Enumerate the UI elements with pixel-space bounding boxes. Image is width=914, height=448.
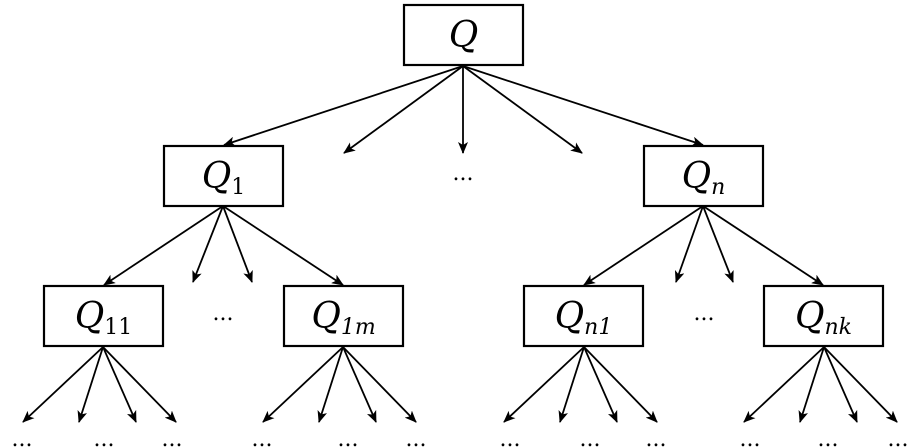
node-label-q1: Q1 <box>202 156 246 200</box>
node-sub-qnk: nk <box>825 315 853 340</box>
edge-root-mid3 <box>462 65 583 154</box>
node-base-q1m: Q <box>311 296 341 337</box>
node-sub-q11: 11 <box>104 315 132 340</box>
edge-q1m-leaf-2 <box>317 346 344 423</box>
node-label-root: Q <box>449 15 479 56</box>
node-q1m: Q1m <box>282 284 405 348</box>
node-base-q1: Q <box>202 156 232 197</box>
node-label-qn: Qn <box>682 156 726 200</box>
node-sub-qn1: n1 <box>584 315 612 340</box>
node-base-qn: Q <box>682 156 712 197</box>
ellipsis-q1-level: ... <box>213 301 234 326</box>
edge-q1m-leaf-4 <box>342 346 417 423</box>
edge-qn1-leaf-2 <box>558 346 585 423</box>
edge-q11-leaf-3 <box>102 346 137 423</box>
ellipsis-leaf-4: ... <box>252 427 273 448</box>
ellipsis-root-level: ... <box>453 161 474 186</box>
edge-qn1-leaf-3 <box>583 346 618 423</box>
edge-q1m-leaf-1 <box>262 346 344 423</box>
edge-qn1-leaf-1 <box>503 346 585 423</box>
ellipsis-leaf-6: ... <box>406 427 427 448</box>
node-qn1: Qn1 <box>522 284 645 348</box>
edge-qn1-leaf-4 <box>583 346 658 423</box>
ellipsis-leaf-1: ... <box>12 427 33 448</box>
ellipsis-qn-level: ... <box>694 301 715 326</box>
edge-qnk-leaf-2 <box>798 346 825 423</box>
edges-layer <box>22 65 898 423</box>
ellipsis-leaf-9: ... <box>646 427 667 448</box>
ellipsis-leaf-10: ... <box>740 427 761 448</box>
node-qnk: Qnk <box>762 284 885 348</box>
ellipsis-leaf-11: ... <box>818 427 839 448</box>
edge-qn-mid2 <box>702 205 734 283</box>
node-sub-q1: 1 <box>231 175 245 200</box>
edge-root-q1 <box>223 65 464 147</box>
edge-q11-leaf-2 <box>77 346 104 423</box>
ellipsis-leaf-12: ... <box>888 427 909 448</box>
ellipsis-leaf-2: ... <box>94 427 115 448</box>
ellipsis-leaf-5: ... <box>338 427 359 448</box>
node-base-root: Q <box>449 15 479 56</box>
node-label-q11: Q11 <box>75 296 133 340</box>
ellipsis-leaf-3: ... <box>162 427 183 448</box>
edge-root-mid1 <box>343 65 464 154</box>
node-q11: Q11 <box>42 284 165 348</box>
edge-q1-mid2 <box>222 205 253 283</box>
ellipsis-leaf-7: ... <box>500 427 521 448</box>
edge-qn-qn1 <box>583 205 704 286</box>
edge-q1-q1m <box>222 205 344 286</box>
node-q1: Q1 <box>162 144 285 208</box>
edge-q1-mid1 <box>192 205 224 283</box>
edge-q1-q11 <box>103 205 224 286</box>
edge-qn-qnk <box>702 205 824 286</box>
node-box-q11 <box>42 284 165 348</box>
node-box-qn <box>642 144 765 208</box>
edge-q11-leaf-4 <box>102 346 177 423</box>
edge-q11-leaf-1 <box>22 346 104 423</box>
edge-qn-mid1 <box>674 205 704 283</box>
node-label-q1m: Q1m <box>311 296 375 340</box>
edge-qnk-leaf-1 <box>743 346 825 423</box>
node-sub-qn: n <box>711 175 725 200</box>
node-box-qn1 <box>522 284 645 348</box>
node-root: Q <box>402 3 525 67</box>
node-sub-q1m: 1m <box>341 315 376 340</box>
node-box-q1m <box>282 284 405 348</box>
node-base-q11: Q <box>75 296 105 337</box>
node-label-qnk: Qnk <box>795 296 852 340</box>
node-box-q1 <box>162 144 285 208</box>
node-base-qn1: Q <box>555 296 585 337</box>
node-box-qnk <box>762 284 885 348</box>
node-box-root <box>402 3 525 67</box>
ellipsis-leaf-8: ... <box>580 427 601 448</box>
node-qn: Qn <box>642 144 765 208</box>
edge-qnk-leaf-4 <box>823 346 898 423</box>
ellipsis-layer: ........................................… <box>12 161 909 448</box>
edge-qnk-leaf-3 <box>823 346 858 423</box>
node-label-qn1: Qn1 <box>555 296 613 340</box>
edge-q1m-leaf-3 <box>342 346 377 423</box>
edge-root-qn <box>462 65 704 147</box>
node-base-qnk: Q <box>795 296 825 337</box>
